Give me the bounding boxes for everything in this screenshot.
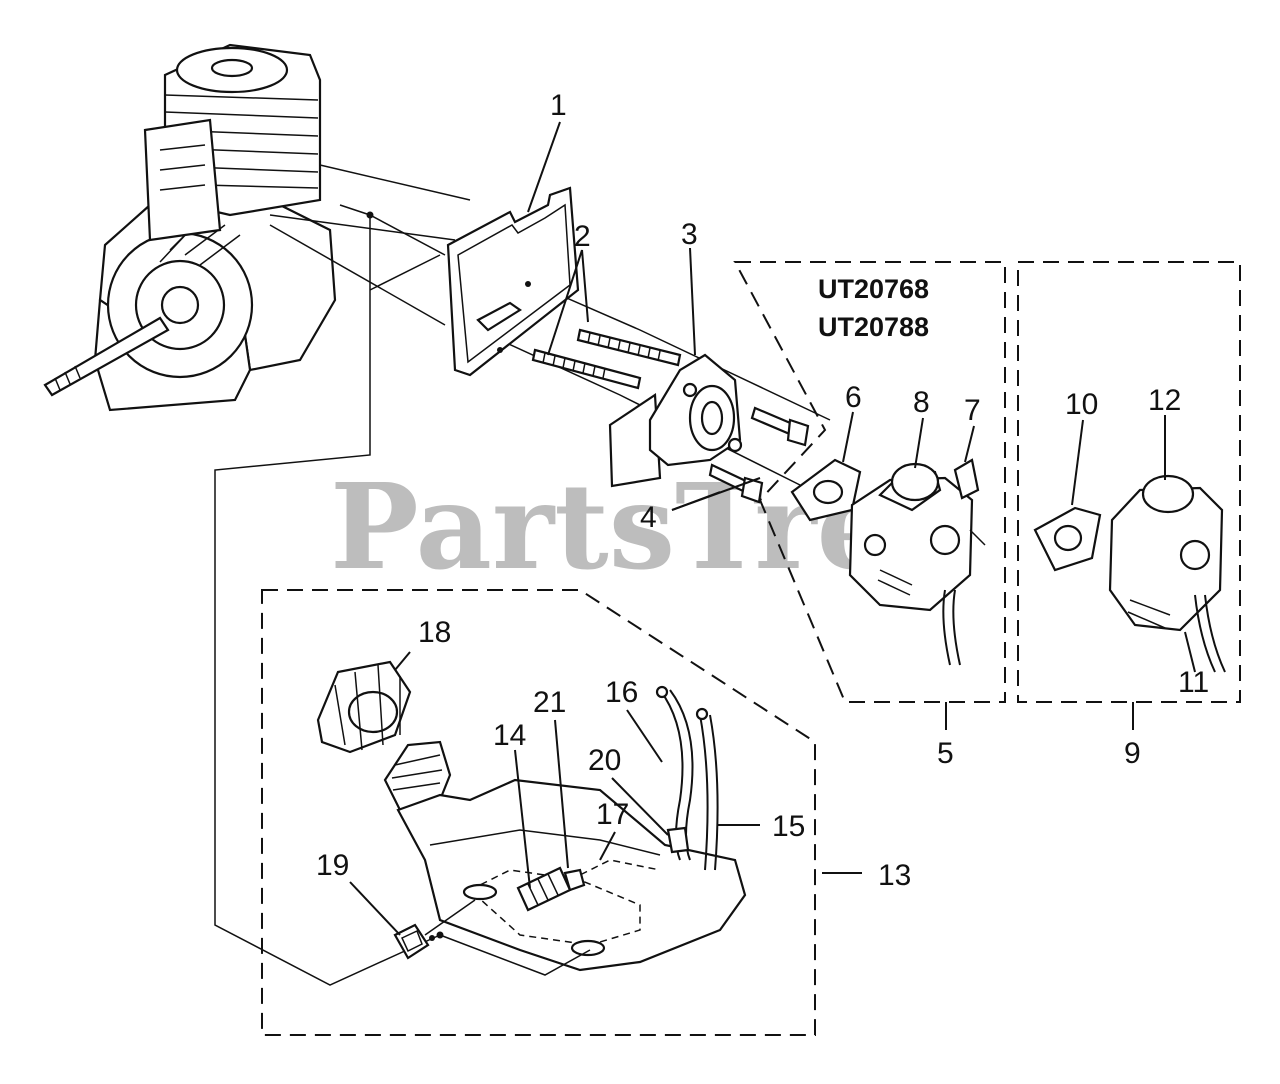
gasket-drawing [446,186,580,377]
carburetor-drawing [848,458,986,666]
callout-9: 9 [1124,737,1141,770]
spacer-drawing [608,353,743,488]
callout-7: 7 [964,394,981,427]
callout-8: 8 [913,386,930,419]
callout-2: 2 [574,220,591,253]
callout-21: 21 [533,686,566,719]
callout-19: 19 [316,849,349,882]
callout-15: 15 [772,810,805,843]
callout-11: 11 [1178,666,1209,699]
fuel-cap-drawing [316,660,412,754]
carburetor-alt-drawing [1108,474,1226,673]
callout-13: 13 [878,859,911,892]
callout-12: 12 [1148,384,1181,417]
callout-1: 1 [550,89,567,122]
model-number-1: UT20768 [818,274,929,304]
callout-3: 3 [681,218,698,251]
callout-4: 4 [640,501,657,534]
stud-bolts-drawing [531,328,682,390]
fuel-tank-drawing [383,685,747,972]
engine-block-drawing [43,43,337,412]
model-number-2: UT20788 [818,312,929,342]
callout-10: 10 [1065,388,1098,421]
callout-17: 17 [596,798,629,831]
callout-5: 5 [937,737,954,770]
callout-14: 14 [493,719,526,752]
callout-6: 6 [845,381,862,414]
callout-20: 20 [588,744,621,777]
callout-18: 18 [418,616,451,649]
callout-16: 16 [605,676,638,709]
